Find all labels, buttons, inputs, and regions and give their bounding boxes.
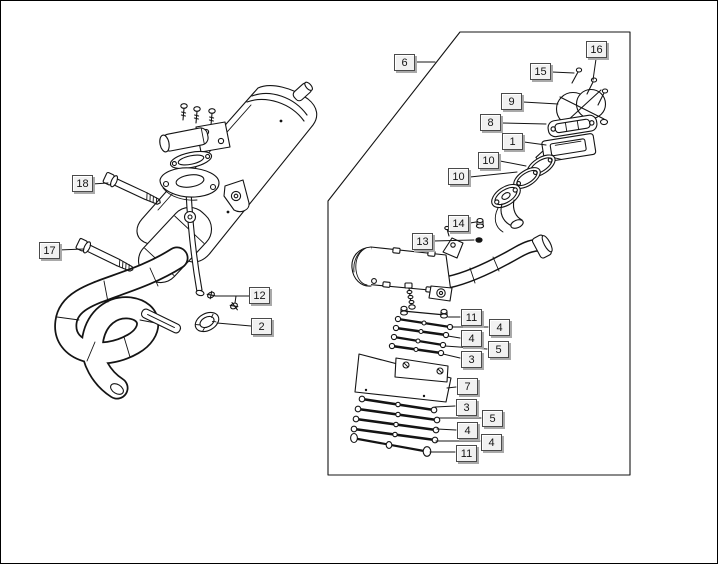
nut-13 (475, 237, 483, 243)
clip-fasteners-12 (206, 291, 239, 312)
callout-16[interactable]: 16 (586, 41, 607, 58)
gasket-upper (169, 148, 213, 171)
callout-7[interactable]: 7 (457, 378, 478, 395)
detail-muffler (352, 226, 555, 309)
callout-10-a[interactable]: 10 (478, 152, 499, 169)
manifold-flange (160, 168, 219, 200)
callout-4-a[interactable]: 4 (489, 319, 510, 336)
callout-4-d[interactable]: 4 (481, 434, 502, 451)
elbow-flange (488, 180, 525, 232)
cap-nut-14 (476, 219, 483, 229)
callout-11-b[interactable]: 11 (456, 445, 477, 462)
callout-14[interactable]: 14 (448, 215, 469, 232)
slotted-strip (140, 308, 182, 335)
upper-studs (389, 306, 452, 355)
callout-9[interactable]: 9 (501, 93, 522, 110)
heat-shield-7 (355, 354, 451, 402)
callout-15[interactable]: 15 (530, 63, 551, 80)
lower-studs (351, 396, 440, 456)
detail-panel-contents (351, 68, 608, 456)
callout-3-a[interactable]: 3 (461, 351, 482, 368)
ring-gasket-2 (192, 309, 222, 336)
callout-4-b[interactable]: 4 (461, 330, 482, 347)
callout-5-a[interactable]: 5 (488, 341, 509, 358)
callout-4-c[interactable]: 4 (457, 422, 478, 439)
callout-1[interactable]: 1 (502, 133, 523, 150)
pipe-clamp (158, 122, 230, 153)
mount-bracket (224, 180, 249, 212)
downpipe (57, 258, 177, 397)
bolt-18 (102, 172, 162, 209)
boss-circle (185, 212, 196, 223)
callout-18[interactable]: 18 (72, 175, 93, 192)
bolt-17 (75, 238, 135, 276)
callout-2[interactable]: 2 (251, 318, 272, 335)
small-bolts-top (181, 104, 215, 125)
leader-lines (58, 59, 596, 452)
callout-11-a[interactable]: 11 (461, 309, 482, 326)
callout-10-b[interactable]: 10 (448, 168, 469, 185)
main-muffler-assembly (57, 81, 317, 397)
callout-5-b[interactable]: 5 (482, 410, 503, 427)
muffler-tip (292, 81, 315, 103)
callout-17[interactable]: 17 (39, 242, 60, 259)
gasket-8 (547, 114, 598, 137)
callout-3-b[interactable]: 3 (456, 399, 477, 416)
callout-8[interactable]: 8 (480, 114, 501, 131)
callout-6[interactable]: 6 (394, 54, 415, 71)
callout-12[interactable]: 12 (249, 287, 270, 304)
callout-13[interactable]: 13 (412, 233, 433, 250)
